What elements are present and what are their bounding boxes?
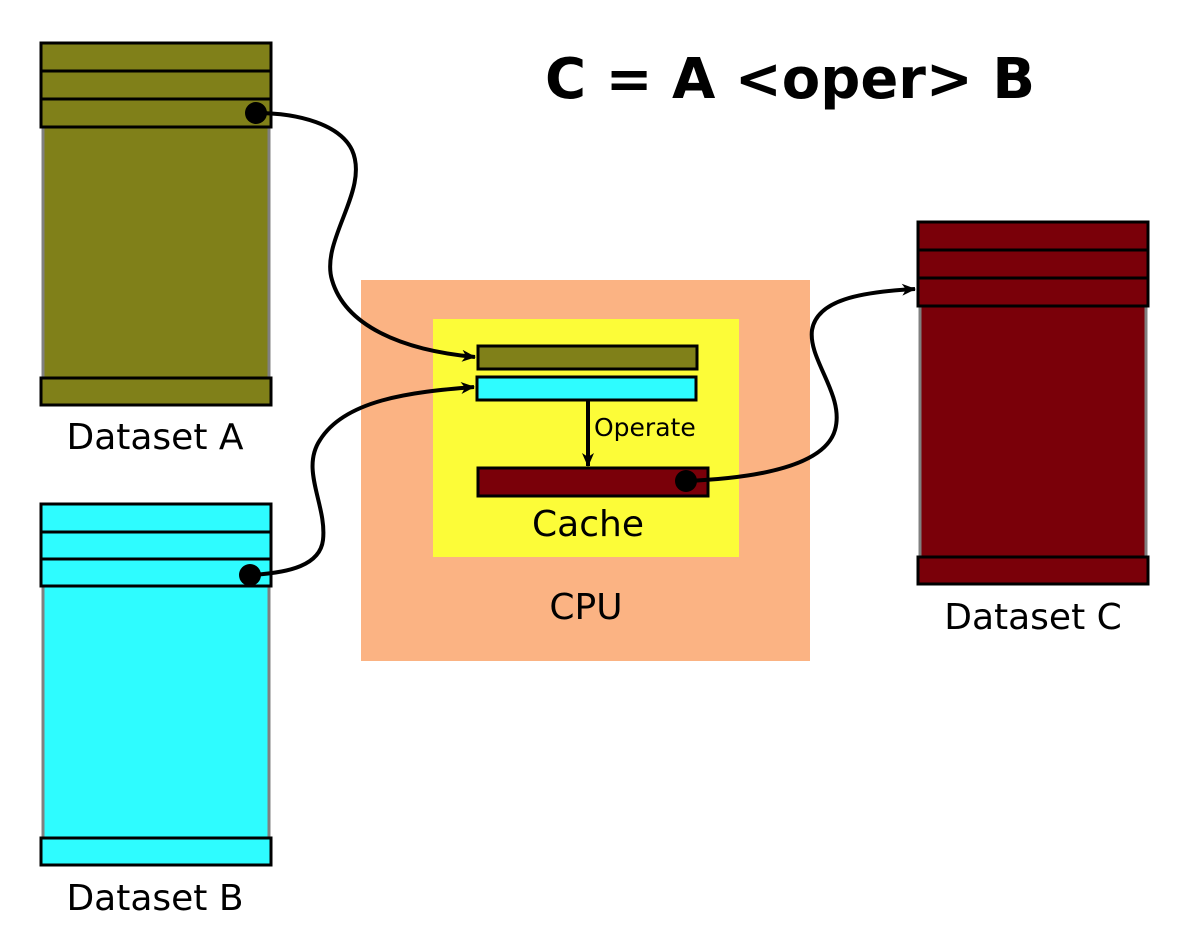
dataset-c-row	[916, 248, 1150, 280]
diagram-title: C = A <oper> B	[545, 47, 1035, 112]
connector-b-source-dot	[239, 564, 261, 586]
dataset-a-row	[39, 69, 273, 101]
connector-a-arrow	[255, 111, 476, 362]
cpu-label: CPU	[549, 587, 622, 628]
dataset-b-row	[39, 502, 273, 534]
cache-line-a	[476, 344, 699, 371]
dataset-a-row	[39, 376, 273, 407]
cache-line-b	[475, 375, 698, 402]
connector-c-arrow	[685, 283, 916, 483]
connector-cache-to-c	[675, 283, 916, 492]
dataset-a: Dataset A	[39, 41, 273, 458]
connector-c-source-dot	[675, 470, 697, 492]
connector-b-to-cache	[239, 382, 475, 586]
cache-label: Cache	[532, 504, 644, 545]
dataset-b-label: Dataset B	[66, 878, 243, 919]
connector-a-source-dot	[245, 102, 267, 124]
dataset-b-row	[39, 530, 273, 561]
dataset-a-label: Dataset A	[66, 417, 243, 458]
dataset-c-row	[916, 220, 1150, 252]
dataset-c-label: Dataset C	[944, 597, 1122, 638]
connector-b-arrow	[249, 382, 475, 577]
dataset-c-row	[916, 276, 1150, 308]
operate-flow: Operate	[582, 401, 696, 467]
dataset-a-row	[39, 97, 273, 129]
dataset-b-row	[39, 557, 273, 588]
operate-label: Operate	[594, 413, 696, 442]
dataset-b-row	[39, 836, 273, 867]
cache-line-c	[476, 466, 710, 498]
dataset-c-row	[916, 555, 1150, 586]
dataset-c: Dataset C	[916, 220, 1150, 638]
connector-a-to-cache	[245, 102, 476, 362]
dataset-b: Dataset B	[39, 502, 273, 919]
dataset-a-row	[39, 41, 273, 73]
